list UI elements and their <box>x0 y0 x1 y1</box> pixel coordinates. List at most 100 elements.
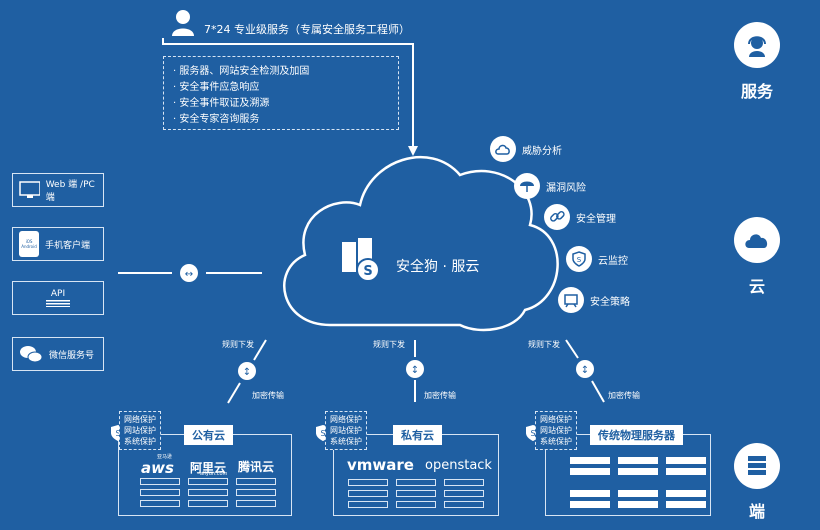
feature-security-mgmt: 安全管理 <box>544 204 616 230</box>
server-rack <box>236 500 276 507</box>
aliyun-logo: 阿里云 aliyun.com <box>190 461 228 477</box>
server-rack <box>396 490 436 497</box>
client-mobile: iOS Android 手机客户端 <box>12 227 104 261</box>
server-rack <box>140 478 180 485</box>
side-label-cloud: 云 <box>748 277 765 296</box>
server-rack <box>396 479 436 486</box>
server-rack <box>666 468 706 475</box>
server-rack <box>348 501 388 508</box>
server-rack <box>666 501 706 508</box>
server-rack <box>444 490 484 497</box>
protection-item: 系统保护 <box>330 437 362 446</box>
feature-cloud-monitor: S 云监控 <box>566 246 628 272</box>
server-rack <box>140 500 180 507</box>
api-bars-icon <box>46 300 70 307</box>
svg-text:S: S <box>577 256 582 264</box>
link-icon <box>544 204 570 230</box>
cloud-icon <box>734 217 780 263</box>
headset-icon <box>734 22 780 68</box>
cloud-icon <box>490 136 516 162</box>
server-icon <box>734 443 780 489</box>
client-web-pc: Web 端 /PC 端 <box>12 173 104 207</box>
rule-label-left: 规则下发 <box>222 340 254 349</box>
server-rack <box>188 500 228 507</box>
side-label-service: 服务 <box>740 82 773 101</box>
board-icon <box>558 287 584 313</box>
umbrella-icon <box>514 173 540 199</box>
protection-item: 网站保护 <box>124 426 156 435</box>
tencent-cloud-logo: 腾讯云 <box>238 460 275 474</box>
server-rack <box>666 457 706 464</box>
encrypt-label-right: 加密传输 <box>608 391 640 400</box>
server-rack <box>570 490 610 497</box>
physical-server-tag: 传统物理服务器 <box>590 425 683 445</box>
feature-label: 威胁分析 <box>522 145 562 157</box>
feature-security-policy: 安全策略 <box>558 287 630 313</box>
server-rack <box>188 489 228 496</box>
side-label-endpoint: 端 <box>748 502 765 521</box>
rule-label-right: 规则下发 <box>528 340 560 349</box>
feature-threat-analysis: 威胁分析 <box>490 136 562 162</box>
server-rack <box>348 490 388 497</box>
service-item: · 服务器、网站安全检测及加固 <box>173 66 310 77</box>
cloud-name: 安全狗 · 服云 <box>396 259 480 275</box>
protection-item: 系统保护 <box>540 437 572 446</box>
server-rack <box>444 501 484 508</box>
svg-text:S: S <box>320 429 325 438</box>
rule-label-middle: 规则下发 <box>373 340 405 349</box>
server-rack <box>396 501 436 508</box>
client-label: API <box>50 289 66 299</box>
server-rack <box>570 468 610 475</box>
server-rack <box>236 478 276 485</box>
encrypt-label-middle: 加密传输 <box>424 391 456 400</box>
protection-item: 网站保护 <box>330 426 362 435</box>
protection-item: 网络保护 <box>540 415 572 424</box>
server-rack <box>444 479 484 486</box>
protection-item: 系统保护 <box>124 437 156 446</box>
svg-text:↕: ↕ <box>581 365 589 376</box>
service-item: · 安全专家咨询服务 <box>173 114 260 125</box>
openstack-logo: openstack <box>425 458 492 473</box>
safedog-logo-icon: S <box>340 238 384 282</box>
service-title: 7*24 专业级服务（专属安全服务工程师） <box>204 23 410 36</box>
protection-box: 网络保护 网站保护 系统保护 <box>119 411 161 450</box>
private-cloud-tag: 私有云 <box>393 425 442 445</box>
protection-item: 网站保护 <box>540 426 572 435</box>
service-item: · 安全事件取证及溯源 <box>173 98 270 109</box>
client-label: Web 端 /PC 端 <box>45 180 95 203</box>
svg-text:↕: ↕ <box>411 365 419 376</box>
protection-box: 网络保护 网站保护 系统保护 <box>325 411 367 450</box>
server-rack <box>618 468 658 475</box>
client-label: 手机客户端 <box>45 240 91 251</box>
feature-label: 云监控 <box>598 255 628 267</box>
feature-vuln-risk: 漏洞风险 <box>514 173 586 199</box>
svg-text:S: S <box>363 264 372 279</box>
public-cloud-tag: 公有云 <box>184 425 233 445</box>
phone-icon: iOS Android <box>19 231 39 257</box>
protection-item: 网络保护 <box>124 415 156 424</box>
server-rack <box>570 501 610 508</box>
server-rack <box>618 490 658 497</box>
service-item: · 安全事件应急响应 <box>173 82 260 93</box>
server-rack <box>188 478 228 485</box>
service-list-box: · 服务器、网站安全检测及加固 · 安全事件应急响应 · 安全事件取证及溯源 ·… <box>163 56 399 130</box>
server-rack <box>666 490 706 497</box>
client-label: 微信服务号 <box>49 350 95 361</box>
encrypt-label-left: 加密传输 <box>252 391 284 400</box>
feature-label: 漏洞风险 <box>546 182 586 194</box>
engineer-icon <box>170 8 196 36</box>
wechat-icon <box>20 346 43 363</box>
feature-label: 安全管理 <box>576 213 616 225</box>
vmware-logo: vmware <box>347 456 414 474</box>
aws-logo: aws 亚马逊 <box>141 454 174 477</box>
svg-text:↕: ↕ <box>243 367 251 378</box>
monitor-icon <box>19 181 40 198</box>
server-rack <box>348 479 388 486</box>
server-rack <box>618 501 658 508</box>
svg-text:S: S <box>115 429 120 438</box>
svg-text:S: S <box>530 429 535 438</box>
shield-s-icon: S <box>566 246 592 272</box>
protection-item: 网络保护 <box>330 415 362 424</box>
feature-label: 安全策略 <box>590 296 630 308</box>
